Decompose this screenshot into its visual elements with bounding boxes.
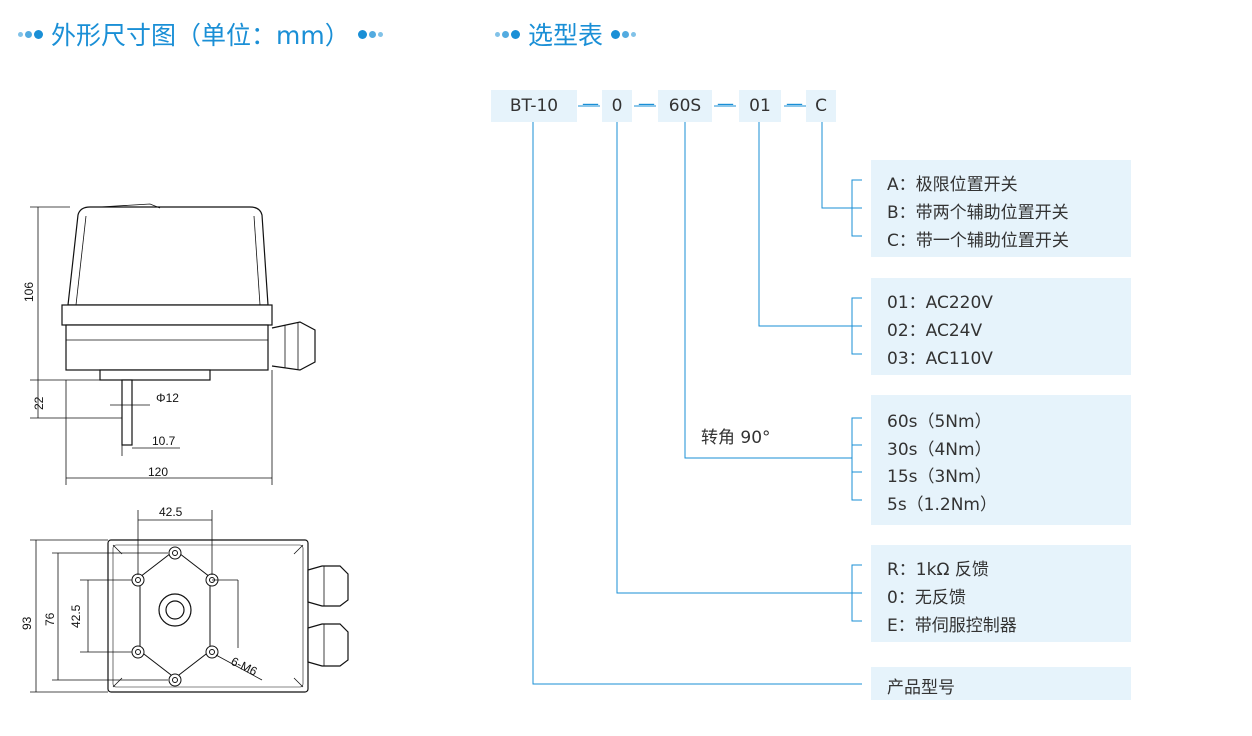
- code-speed-segment: 60S: [658, 90, 712, 122]
- side-view-dimensions: [30, 206, 273, 485]
- option-item: B：带两个辅助位置开关: [887, 203, 1069, 223]
- side-view-drawing: [61, 203, 316, 446]
- code-separator: —: [582, 94, 599, 114]
- option-item: A：极限位置开关: [887, 175, 1018, 195]
- selection-title: 选型表: [528, 21, 604, 50]
- decor-dots-right-icon: [611, 29, 637, 39]
- dim-inner-height: 76: [43, 612, 57, 626]
- feedback-options-box: R：1kΩ 反馈 0：无反馈 E：带伺服控制器: [871, 545, 1131, 642]
- decor-dots-right-icon: [357, 29, 383, 39]
- option-item: 01：AC220V: [887, 293, 993, 313]
- dim-shaft-length: 22: [32, 396, 46, 410]
- dimensions-header: 外形尺寸图（单位：mm）: [10, 16, 391, 52]
- code-separator: —: [786, 94, 803, 114]
- option-item: C：带一个辅助位置开关: [887, 231, 1069, 251]
- switch-options-box: A：极限位置开关 B：带两个辅助位置开关 C：带一个辅助位置开关: [871, 160, 1131, 257]
- rotation-label: 转角 90°: [701, 428, 771, 448]
- code-separator: —: [638, 94, 655, 114]
- option-item: 5s（1.2Nm）: [887, 495, 997, 515]
- code-voltage-segment: 01: [739, 90, 781, 122]
- dim-height-total: 106: [22, 282, 36, 302]
- speed-options-box: 60s（5Nm） 30s（4Nm） 15s（3Nm） 5s（1.2Nm）: [871, 395, 1131, 525]
- option-item: 60s（5Nm）: [887, 412, 992, 432]
- bottom-view-drawing: [107, 539, 349, 693]
- code-feedback-segment: 0: [602, 90, 632, 122]
- option-item: R：1kΩ 反馈: [887, 560, 989, 580]
- decor-dots-left-icon: [495, 29, 520, 39]
- dim-shaft-diameter: Φ12: [156, 391, 179, 405]
- decor-dots-left-icon: [18, 29, 43, 39]
- dimensions-title: 外形尺寸图（单位：mm）: [51, 21, 350, 50]
- dim-bolt-spacing-v: 42.5: [69, 604, 83, 628]
- dim-bolt-spacing-h: 42.5: [159, 505, 183, 519]
- dim-width: 120: [148, 465, 168, 479]
- voltage-options-box: 01：AC220V 02：AC24V 03：AC110V: [871, 278, 1131, 375]
- option-item: 0：无反馈: [887, 588, 966, 608]
- selection-header: 选型表: [487, 16, 644, 52]
- model-box: 产品型号: [871, 667, 1131, 700]
- code-switch-segment: C: [806, 90, 836, 122]
- option-item: 15s（3Nm）: [887, 467, 992, 487]
- option-item: 03：AC110V: [887, 349, 993, 369]
- option-item: 30s（4Nm）: [887, 440, 992, 460]
- bottom-view-dimensions: [30, 510, 263, 693]
- option-item: 02：AC24V: [887, 321, 983, 341]
- dim-shaft-flat: 10.7: [152, 434, 176, 448]
- code-model-segment: BT-10: [491, 90, 577, 122]
- code-separator: —: [717, 94, 734, 114]
- selection-connectors: [532, 105, 862, 685]
- option-item: E：带伺服控制器: [887, 616, 1017, 636]
- dim-base-height: 93: [20, 616, 34, 630]
- model-label: 产品型号: [887, 678, 955, 698]
